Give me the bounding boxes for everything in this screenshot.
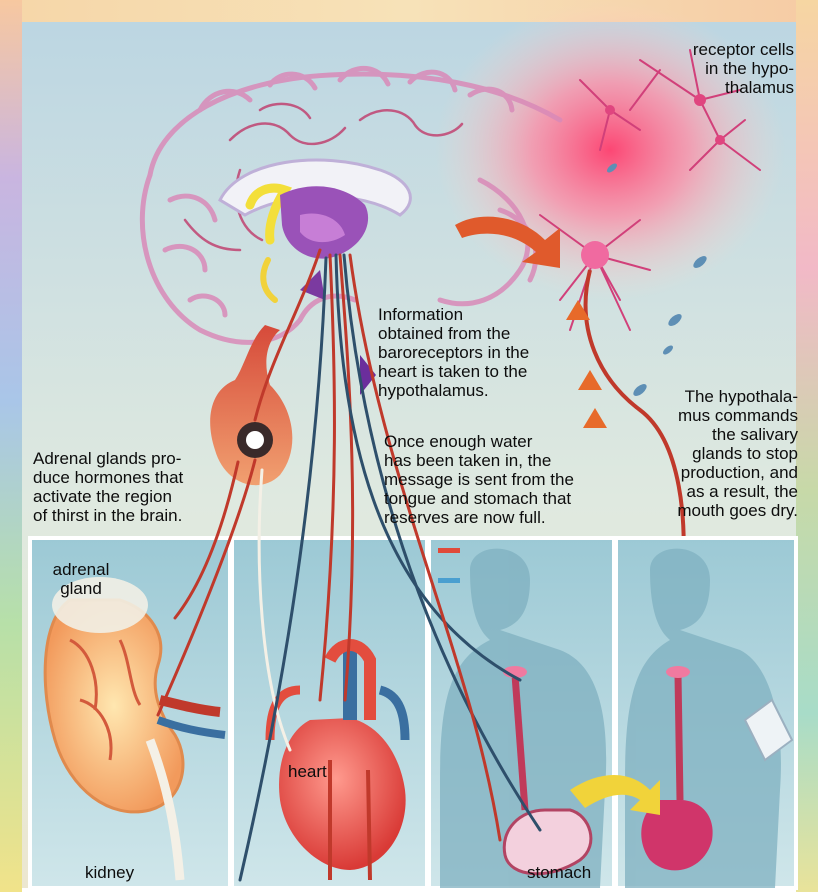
left-border: [0, 0, 22, 892]
hypothalamus-command-label: The hypothala- mus commands the salivary…: [632, 387, 798, 520]
water-message-label: Once enough water has been taken in, the…: [384, 432, 604, 527]
receptor-cells-label: receptor cells in the hypo- thalamus: [632, 40, 794, 97]
adrenal-gland-label: adrenal gland: [40, 560, 122, 598]
baroreceptors-label: Information obtained from the barorecept…: [378, 305, 578, 400]
stomach-label: stomach: [527, 863, 617, 882]
right-border: [796, 0, 818, 892]
adrenal-hormones-label: Adrenal glands pro- duce hormones that a…: [33, 449, 223, 525]
top-border: [0, 0, 818, 22]
indicator-blue: [438, 578, 460, 583]
indicator-red: [438, 548, 460, 553]
heart-label: heart: [288, 762, 358, 781]
kidney-label: kidney: [85, 863, 165, 882]
